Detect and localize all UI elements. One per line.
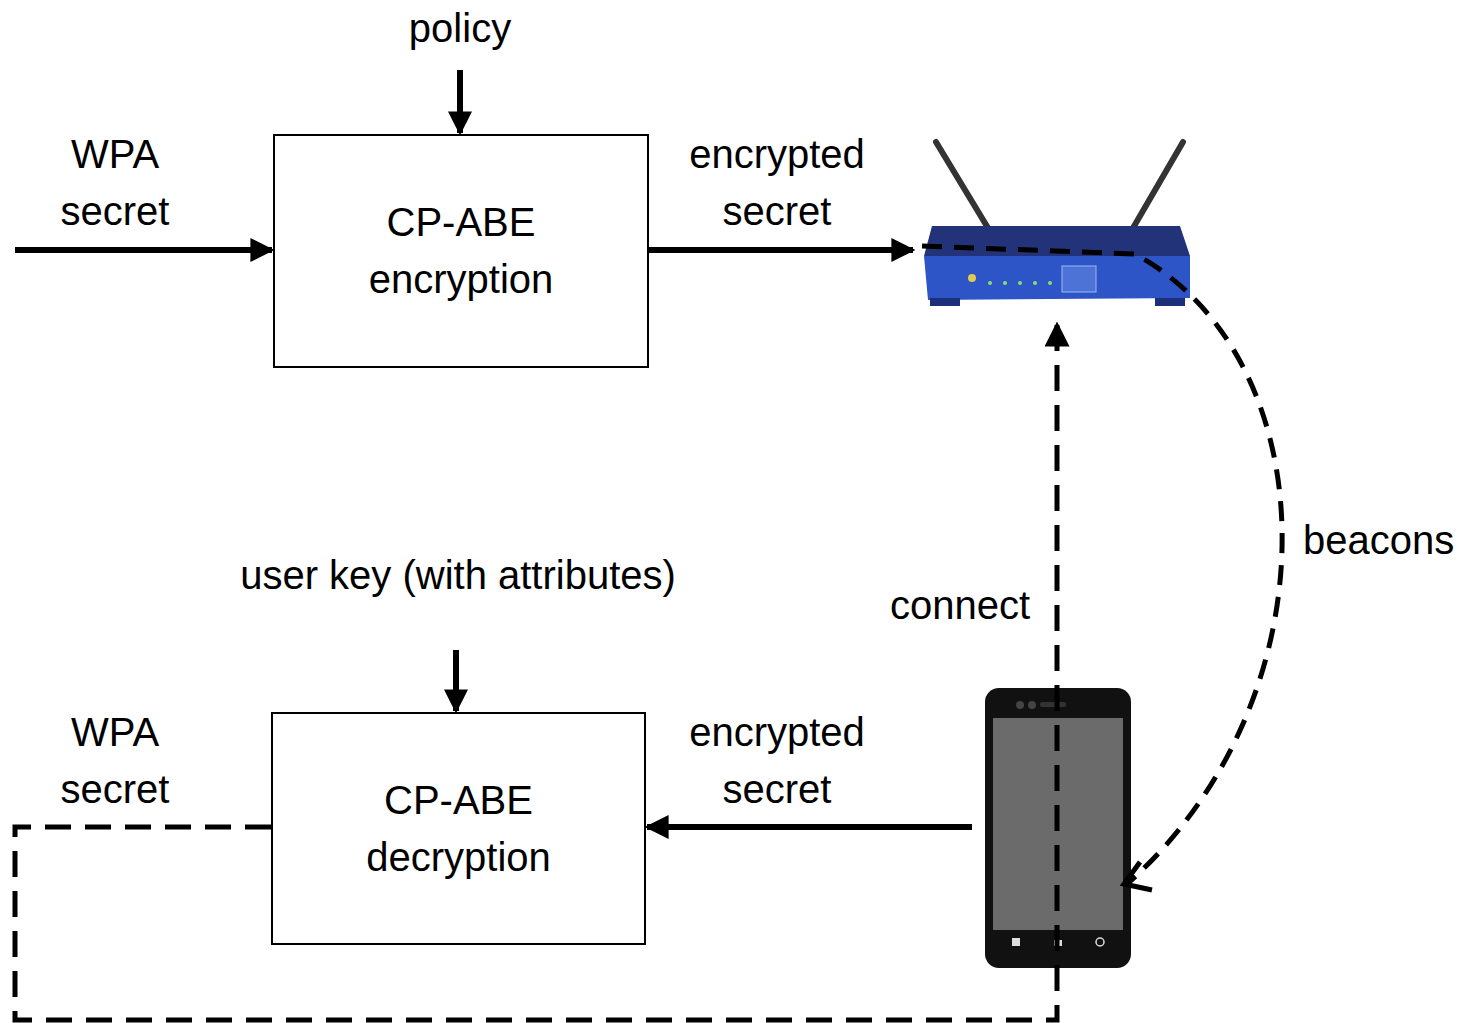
input-label: user key (with attributes)	[178, 547, 738, 604]
output-label: encrypted secret	[667, 126, 887, 240]
action-label: connect	[850, 577, 1030, 634]
box-text: CP-ABE decryption	[329, 772, 589, 886]
input-label: encrypted secret	[667, 704, 887, 818]
connect-path	[15, 324, 1057, 1020]
beacons-arrowhead	[1124, 862, 1152, 890]
process-box: CP-ABE decryption	[271, 712, 646, 945]
input-label: policy	[360, 0, 560, 57]
router-picture	[924, 142, 1190, 306]
process-box: CP-ABE encryption	[273, 134, 649, 368]
output-label: WPA secret	[20, 704, 210, 818]
box-text: CP-ABE encryption	[331, 194, 591, 308]
beacons-path	[922, 246, 1282, 884]
input-label: WPA secret	[20, 126, 210, 240]
signal-label: beacons	[1303, 512, 1463, 569]
